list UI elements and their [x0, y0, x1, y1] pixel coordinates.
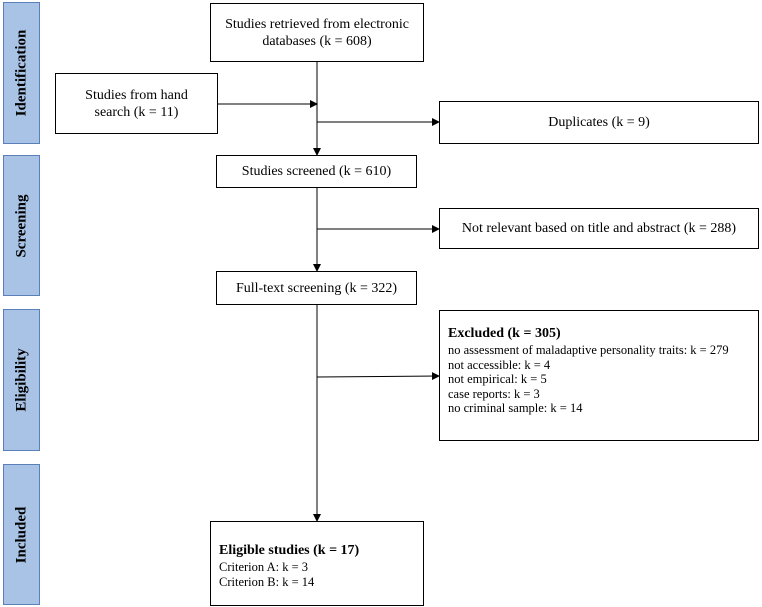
excluded-reason: not accessible: k = 4 — [448, 357, 551, 372]
eligible-criterion: Criterion B: k = 14 — [219, 574, 315, 589]
eligible-criterion: Criterion A: k = 3 — [219, 560, 308, 574]
excluded-heading: Excluded (k = 305) — [448, 326, 561, 341]
box-not-relevant: Not relevant based on title and abstract… — [439, 208, 759, 249]
excluded-reason: no criminal sample: k = 14 — [448, 401, 583, 415]
box-studies-screened: Studies screened (k = 610) — [216, 155, 417, 188]
box-studies-screened-text: Studies screened (k = 610) — [241, 164, 392, 179]
phase-screening: Screening — [3, 155, 40, 296]
excluded-reason: not empirical: k = 5 — [448, 372, 547, 386]
excluded-reason: no assessment of maladaptive personality… — [448, 343, 729, 357]
box-full-text-screening: Full-text screening (k = 322) — [216, 271, 417, 305]
box-studies-retrieved-text: Studies retrieved from electronic databa… — [225, 16, 409, 49]
box-duplicates-text: Duplicates (k = 9) — [548, 115, 650, 130]
phase-identification: Identification — [3, 2, 40, 144]
box-excluded: Excluded (k = 305) no assessment of mala… — [439, 310, 759, 441]
box-hand-search-text: Studies from hand search (k = 11) — [85, 87, 188, 120]
phase-eligibility: Eligibility — [3, 309, 40, 451]
eligible-heading: Eligible studies (k = 17) — [219, 543, 360, 558]
box-not-relevant-text: Not relevant based on title and abstract… — [461, 221, 737, 236]
box-eligible-studies: Eligible studies (k = 17) Criterion A: k… — [210, 521, 424, 606]
arrow-to-excluded — [316, 372, 440, 381]
box-duplicates: Duplicates (k = 9) — [439, 101, 759, 144]
excluded-reason: case reports: k = 3 — [448, 386, 540, 401]
box-studies-retrieved: Studies retrieved from electronic databa… — [210, 3, 424, 62]
box-hand-search: Studies from hand search (k = 11) — [55, 73, 218, 134]
phase-included: Included — [3, 464, 40, 605]
box-full-text-screening-text: Full-text screening (k = 322) — [235, 280, 398, 296]
